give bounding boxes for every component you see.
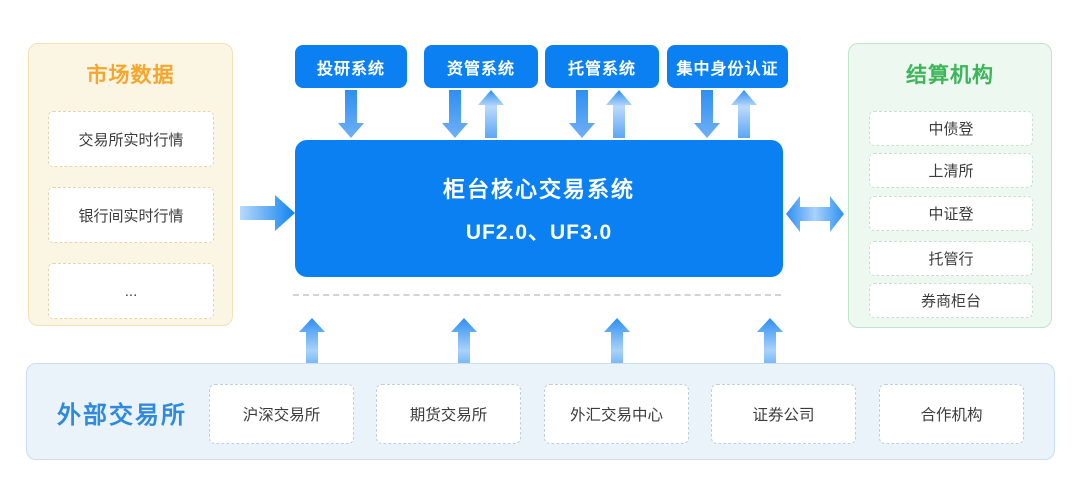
core-system-title: 柜台核心交易系统	[442, 176, 635, 202]
settlement-item-chinabond: 中债登	[869, 111, 1033, 146]
arrow-vertical-double-icon	[451, 318, 477, 383]
external-item-partners: 合作机构	[879, 384, 1024, 444]
arrow-up-icon	[606, 90, 632, 138]
arrow-up-icon	[478, 90, 504, 138]
external-item-cfets: 外汇交易中心	[544, 384, 689, 444]
core-boundary-dashed-line	[293, 294, 781, 296]
settlement-panel: 结算机构 中债登 上清所 中证登 托管行 券商柜台	[848, 43, 1052, 328]
arrow-vertical-double-icon	[757, 318, 783, 383]
system-node-research: 投研系统	[295, 45, 407, 88]
arrow-down-icon	[442, 90, 468, 138]
system-node-custody: 托管系统	[545, 45, 659, 88]
settlement-item-shch: 上清所	[869, 153, 1033, 188]
market-item-exchange-quotes: 交易所实时行情	[48, 111, 214, 167]
arrow-down-icon	[338, 90, 364, 138]
arrow-down-icon	[569, 90, 595, 138]
external-exchanges-panel: 外部交易所 沪深交易所 期货交易所 外汇交易中心 证券公司 合作机构	[26, 363, 1055, 460]
external-item-securities: 证券公司	[711, 384, 856, 444]
system-node-asset-mgmt: 资管系统	[424, 45, 538, 88]
market-item-more: ...	[48, 263, 214, 319]
external-item-futures: 期货交易所	[376, 384, 521, 444]
settlement-item-custodian: 托管行	[869, 241, 1033, 276]
system-node-identity: 集中身份认证	[667, 45, 788, 88]
arrow-vertical-double-icon	[604, 318, 630, 383]
arrow-up-icon	[731, 90, 757, 138]
arrow-down-icon	[694, 90, 720, 138]
external-panel-title: 外部交易所	[57, 402, 187, 429]
market-data-panel: 市场数据 交易所实时行情 银行间实时行情 ...	[28, 43, 233, 326]
arrow-right-icon	[240, 195, 295, 231]
settlement-item-broker-otc: 券商柜台	[869, 283, 1033, 318]
external-item-sse-szse: 沪深交易所	[209, 384, 354, 444]
settlement-panel-title: 结算机构	[906, 64, 994, 87]
arrow-horizontal-double-icon	[786, 196, 844, 232]
market-panel-title: 市场数据	[86, 64, 175, 87]
core-system-versions: UF2.0、UF3.0	[465, 220, 613, 244]
core-trading-system-node: 柜台核心交易系统 UF2.0、UF3.0	[295, 140, 783, 277]
market-item-interbank-quotes: 银行间实时行情	[48, 187, 214, 243]
settlement-item-csdc: 中证登	[869, 196, 1033, 231]
arrow-vertical-double-icon	[299, 318, 325, 383]
